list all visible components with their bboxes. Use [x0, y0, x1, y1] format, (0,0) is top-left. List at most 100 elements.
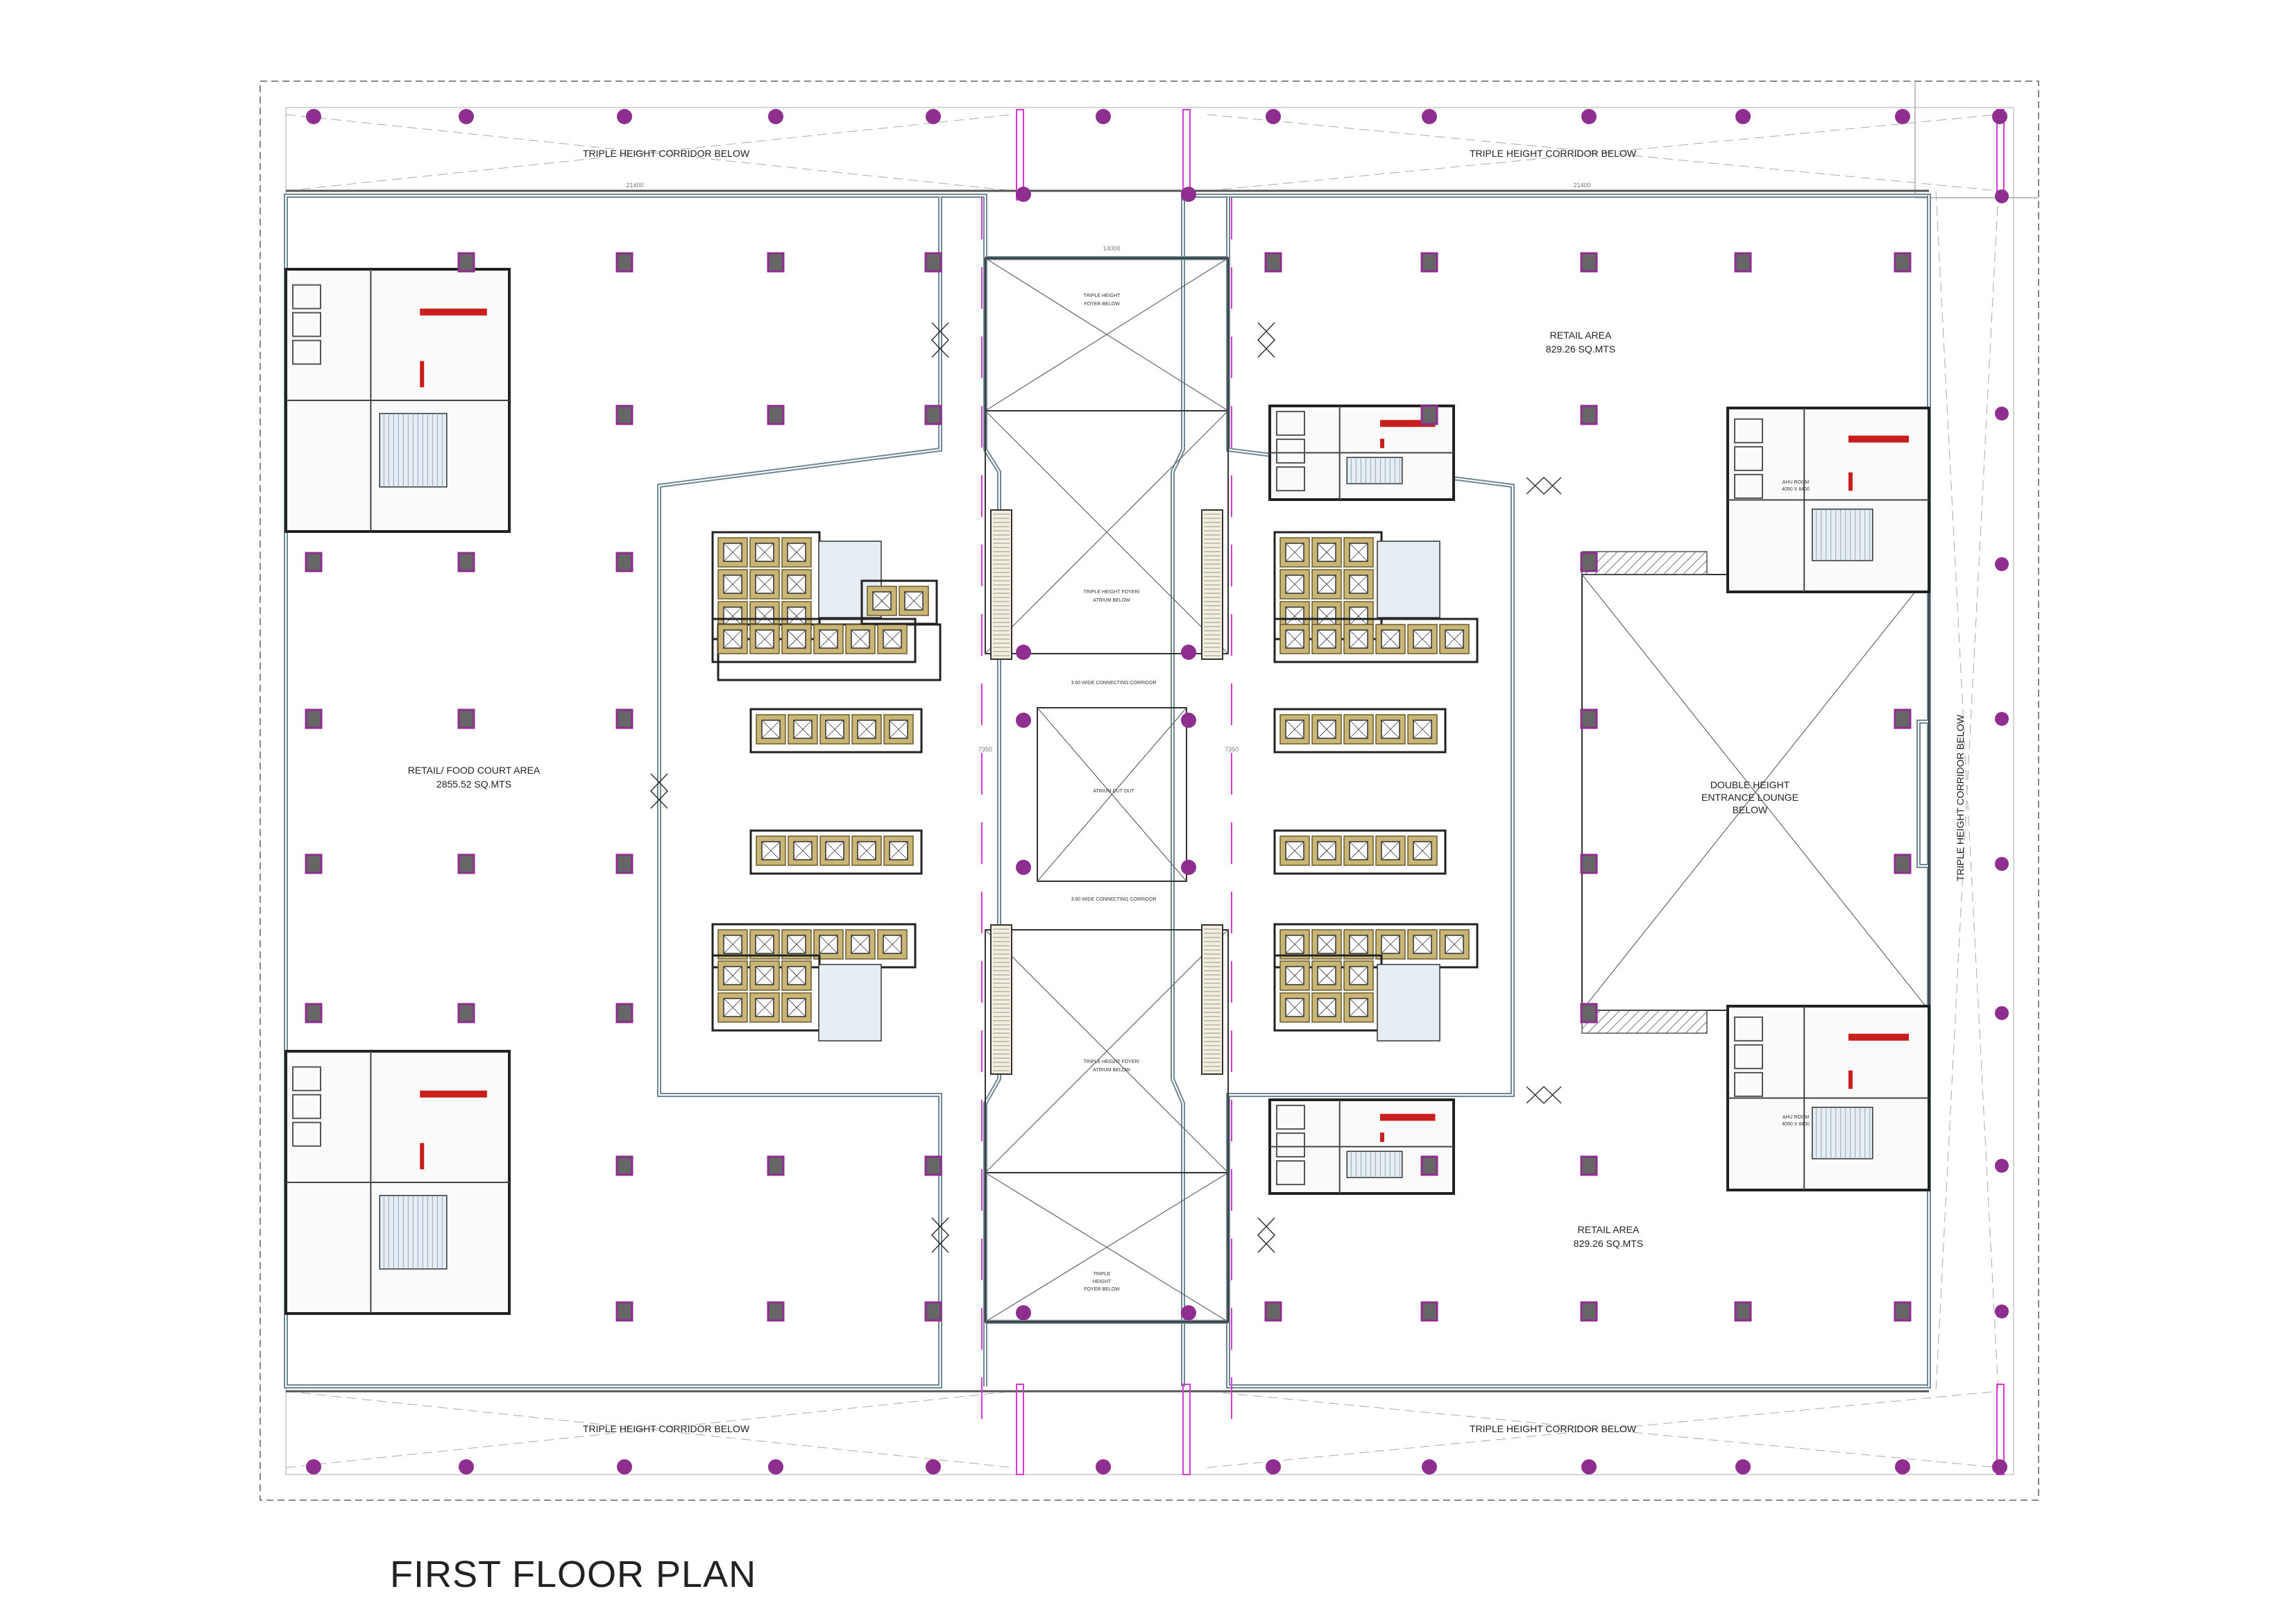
column-round [1266, 1459, 1281, 1475]
column-square [1420, 1155, 1438, 1176]
office-core-tr-row [1273, 618, 1479, 663]
column-round [306, 109, 321, 124]
retail-bottom-label-1: RETAIL AREA [1578, 1224, 1640, 1235]
retail-top-label-2: 829.26 SQ.MTS [1546, 343, 1615, 355]
column-square [457, 708, 475, 729]
connecting-bottom-label: 3.60 WIDE CONNECTING CORRIDOR [1071, 897, 1157, 902]
column-round [1181, 645, 1196, 660]
lift-box [1276, 1105, 1305, 1130]
door-swing [649, 773, 668, 809]
column-round [1181, 860, 1196, 875]
column-square [615, 1301, 633, 1322]
door-swing [1257, 322, 1275, 358]
lift-x [819, 935, 838, 954]
column-round [1735, 1459, 1751, 1475]
column-round [1995, 1159, 2009, 1173]
lift-x [1381, 935, 1400, 954]
lift-x [787, 966, 806, 985]
lift-x [1285, 935, 1304, 954]
column-square [457, 1003, 475, 1023]
office-core-tl-side-outline [860, 579, 938, 625]
lift-x [755, 966, 774, 985]
column-square [1580, 708, 1598, 729]
lift-car [717, 624, 748, 654]
column-square [1894, 252, 1912, 273]
column-round [1016, 1305, 1031, 1320]
lift-x [1349, 720, 1368, 739]
lift-x [723, 543, 742, 562]
bridge-strip [1996, 1384, 2005, 1475]
wall-inner-line [285, 195, 941, 1387]
lift-x [851, 629, 870, 649]
atrium-top-label-2: ATRIUM BELOW [1093, 598, 1130, 603]
lift-x [755, 575, 774, 594]
office-core-tl-lower [749, 708, 923, 754]
lift-x [723, 935, 742, 954]
lift-x [1317, 720, 1336, 739]
column-round [617, 109, 632, 124]
door-swing [930, 322, 949, 358]
lift-x [1317, 935, 1336, 954]
office-core-br-row-outline [1273, 923, 1479, 969]
column-round [768, 1459, 783, 1475]
atrium-cutout-void [1037, 707, 1187, 882]
atrium-void-bottom-diag [985, 929, 1229, 1173]
column-round [1096, 109, 1111, 124]
stair [1346, 457, 1403, 484]
office-core-bl-upper [749, 829, 923, 875]
door-swing [931, 322, 950, 358]
lift-x [1349, 606, 1368, 626]
atrium-bottom-label-2: ATRIUM BELOW [1093, 1068, 1130, 1073]
lift-x [883, 935, 902, 954]
column-round [1581, 109, 1597, 124]
lift-x [825, 720, 844, 739]
lift-x [1349, 966, 1368, 985]
stair [1346, 1150, 1403, 1178]
lift-box [1734, 473, 1763, 499]
hatched-landing-top [1581, 551, 1708, 575]
column-round [1995, 1305, 2009, 1318]
column-round [1992, 1459, 2007, 1475]
floor-walls [284, 189, 1931, 1393]
office-core-tl-side [860, 579, 938, 625]
escalator [990, 509, 1012, 660]
column-square [457, 853, 475, 874]
lift-x [761, 720, 781, 739]
retail-top-label-1: RETAIL AREA [1550, 330, 1612, 341]
office-stair-tr [1377, 541, 1440, 618]
corridor-void-diagonal [1935, 190, 1999, 1392]
column-round [1895, 1459, 1910, 1475]
lift-x [1285, 606, 1304, 626]
column-square [305, 1003, 323, 1023]
atrium-cutout-label: ATRIUM CUT OUT [1093, 789, 1134, 794]
office-core-br-upper [1273, 829, 1447, 875]
room-labels: TRIPLE HEIGHT CORRIDOR BELOW TRIPLE HEIG… [408, 148, 1966, 1434]
lift-x [723, 629, 742, 649]
lift-x [723, 575, 742, 594]
column-round [1181, 187, 1196, 202]
toilet-fixture [1380, 439, 1384, 448]
lift-x [755, 935, 774, 954]
lift-x [787, 575, 806, 594]
corridor-right-vertical-label: TRIPLE HEIGHT CORRIDOR BELOW [1955, 714, 1966, 881]
lounge-void-diag [1581, 574, 1930, 1011]
wall-inner-line [1227, 195, 1930, 1387]
toilet-fixture [1380, 1132, 1384, 1142]
atrium-cutout-void-diag [1037, 707, 1187, 882]
lift-x [1349, 935, 1368, 954]
lift-box [1276, 411, 1305, 436]
toilet-fixture [1380, 420, 1436, 427]
dimension-left-atrium: 7350 [978, 746, 992, 753]
column-round [1096, 1459, 1111, 1475]
lift-x [787, 935, 806, 954]
core-bottom-left [284, 1050, 511, 1315]
lift-x [1285, 966, 1304, 985]
lift-car [877, 929, 908, 960]
office-core-tl [711, 531, 821, 640]
lift-x [1317, 998, 1336, 1017]
office-core-tl-row [711, 618, 917, 663]
column-round [1581, 1459, 1597, 1475]
lift-box [1734, 1071, 1763, 1097]
lift-x [1285, 998, 1304, 1017]
